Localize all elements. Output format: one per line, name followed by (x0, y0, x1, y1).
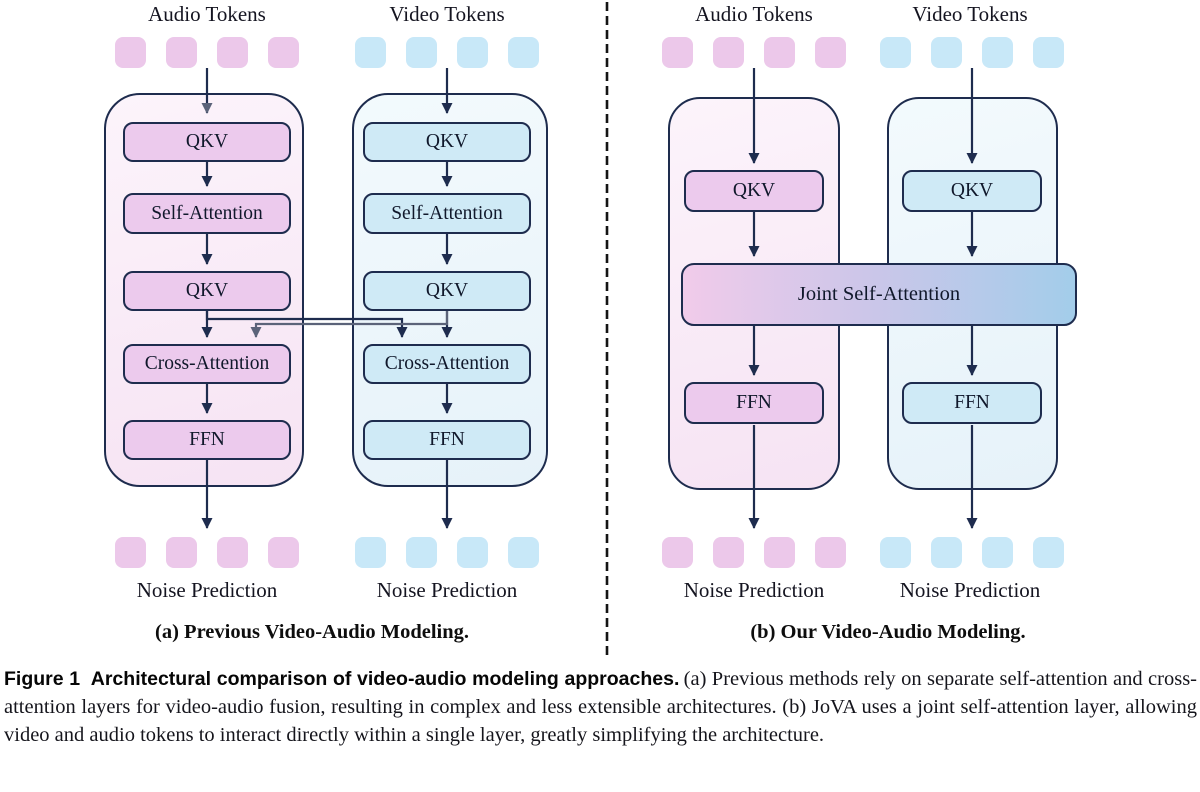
video-token (355, 537, 386, 568)
video-token (355, 37, 386, 68)
panel-a-audio-selfattention-block: Self-Attention (123, 193, 291, 234)
figure-caption: Figure 1 Architectural comparison of vid… (4, 666, 1197, 750)
panel-b-video-ffn-block: FFN (902, 382, 1042, 424)
video-token (880, 37, 911, 68)
panel-b-audio-input-token-row (662, 37, 846, 68)
panel-a-video-qkv2-block: QKV (363, 271, 531, 311)
audio-token (662, 537, 693, 568)
panel-b-audio-ffn-block: FFN (684, 382, 824, 424)
panel-b-video-noise-prediction-label: Noise Prediction (899, 578, 1041, 602)
video-token (457, 537, 488, 568)
panel-a-video-noise-prediction-label: Noise Prediction (376, 578, 518, 602)
panel-a-audio-output-token-row (115, 537, 299, 568)
panel-a-video-ffn-block: FFN (363, 420, 531, 460)
panel-a-video-crossattention-block: Cross-Attention (363, 344, 531, 384)
audio-token (713, 537, 744, 568)
audio-token (268, 537, 299, 568)
panel-a-audio-noise-prediction-label: Noise Prediction (136, 578, 278, 602)
audio-token (764, 537, 795, 568)
panel-a-video-input-token-row (355, 37, 539, 68)
video-token (931, 537, 962, 568)
panel-a-audio-qkv2-block: QKV (123, 271, 291, 311)
video-token (1033, 537, 1064, 568)
panel-a-video-output-token-row (355, 537, 539, 568)
panel-b-video-input-token-row (880, 37, 1064, 68)
panel-a-audio-crossattention-block: Cross-Attention (123, 344, 291, 384)
video-token (508, 37, 539, 68)
panel-b-audio-qkv-block: QKV (684, 170, 824, 212)
audio-token (815, 537, 846, 568)
panel-a-video-tokens-title: Video Tokens (389, 2, 505, 26)
audio-token (166, 537, 197, 568)
audio-token (268, 37, 299, 68)
video-token (982, 37, 1013, 68)
audio-token (166, 37, 197, 68)
audio-token (115, 537, 146, 568)
audio-token (662, 37, 693, 68)
video-token (982, 537, 1013, 568)
video-token (931, 37, 962, 68)
audio-token (115, 37, 146, 68)
panel-a-audio-input-token-row (115, 37, 299, 68)
video-token (508, 537, 539, 568)
panel-a-audio-ffn-block: FFN (123, 420, 291, 460)
video-token (880, 537, 911, 568)
panel-a-video-qkv-block: QKV (363, 122, 531, 162)
panel-a-caption: (a) Previous Video-Audio Modeling. (155, 621, 469, 643)
audio-token (217, 537, 248, 568)
panel-a-audio-qkv-block: QKV (123, 122, 291, 162)
audio-token (764, 37, 795, 68)
audio-token (815, 37, 846, 68)
panel-a-video-selfattention-block: Self-Attention (363, 193, 531, 234)
panel-b-video-tokens-title: Video Tokens (912, 2, 1028, 26)
panel-b-caption: (b) Our Video-Audio Modeling. (750, 621, 1026, 643)
video-token (406, 37, 437, 68)
video-token (457, 37, 488, 68)
panel-b-joint-self-attention-block: Joint Self-Attention (681, 263, 1077, 326)
panel-b-audio-output-token-row (662, 537, 846, 568)
figure-caption-heading: Figure 1 Architectural comparison of vid… (4, 668, 680, 690)
video-token (1033, 37, 1064, 68)
panel-a-audio-tokens-title: Audio Tokens (148, 2, 266, 26)
panel-b-video-output-token-row (880, 537, 1064, 568)
audio-token (217, 37, 248, 68)
figure-caption-body: (a) Previous methods rely on separate se… (4, 668, 1198, 746)
panel-b-audio-noise-prediction-label: Noise Prediction (683, 578, 825, 602)
panel-b-video-qkv-block: QKV (902, 170, 1042, 212)
video-token (406, 537, 437, 568)
panel-b-audio-tokens-title: Audio Tokens (695, 2, 813, 26)
architecture-diagram: Audio Tokens Video Tokens QKV Self-Atten… (104, 2, 1077, 656)
audio-token (713, 37, 744, 68)
